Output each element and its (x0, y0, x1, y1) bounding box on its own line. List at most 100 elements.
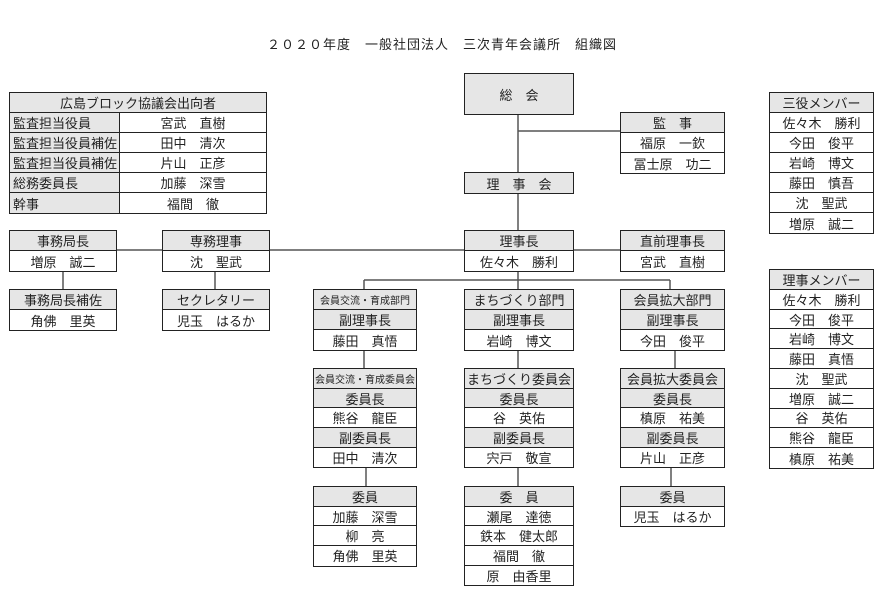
org-box-comm2: まちづくり委員会委員長谷 英佑副委員長宍戸 敬宣 (464, 368, 574, 469)
member-name: 佐々木 勝利 (770, 113, 873, 133)
position-label: 理事メンバー (770, 270, 873, 290)
org-box-rijicho: 理事長佐々木 勝利 (464, 230, 574, 272)
member-name: 槙原 祐美 (621, 408, 724, 429)
member-name: 宮武 直樹 (639, 255, 705, 271)
member-name: 原 由香里 (486, 570, 552, 586)
org-box-rijikai: 理 事 会 (464, 172, 574, 194)
member-name: 槙原 祐美 (788, 452, 854, 468)
org-box-senmuriji: 専務理事沈 聖武 (162, 230, 270, 272)
position-label: 理事長 (465, 231, 573, 251)
position-label: 事務局長補佐 (10, 290, 116, 310)
position-label: 会員拡大部門 (621, 290, 724, 310)
position-label: 会員拡大委員会 (621, 369, 724, 389)
org-box-jimukyokucho: 事務局長増原 誠二 (9, 230, 117, 272)
member-name: 熊谷 龍臣 (314, 408, 416, 429)
role-cell: 総務委員長 (10, 173, 120, 192)
org-box-comm3: 会員拡大委員会委員長槙原 祐美副委員長片山 正彦 (620, 368, 725, 469)
hiroshima-row: 総務委員長 加藤 深雪 (10, 173, 266, 193)
member-name: 谷 英佑 (770, 409, 873, 429)
member-name: 冨士原 功二 (633, 157, 712, 173)
member-name: 片山 正彦 (639, 452, 705, 468)
org-box-mem3: 委員児玉 はるか (620, 486, 725, 528)
position-label: セクレタリー (163, 290, 269, 310)
member-name: 宍戸 敬宣 (486, 452, 552, 468)
org-box-dept2: まちづくり部門副理事長岩崎 博文 (464, 289, 574, 351)
position-label: 会員交流・育成委員会 (314, 369, 416, 389)
position-label: 副委員長 (465, 428, 573, 448)
member-name: 谷 英佑 (465, 408, 573, 429)
position-label: 理 事 会 (465, 173, 573, 193)
member-name: 増原 誠二 (770, 389, 873, 409)
member-name: 柳 亮 (314, 526, 416, 547)
member-name: 児玉 はるか (633, 511, 712, 527)
member-name: 福間 徹 (465, 546, 573, 566)
member-name: 増原 誠二 (30, 255, 96, 271)
org-box-rijimember: 理事メンバー佐々木 勝利今田 俊平岩崎 博文藤田 真悟沈 聖武増原 誠二谷 英佑… (769, 269, 874, 469)
member-name: 福原 一欽 (621, 133, 724, 153)
position-label: 直前理事長 (621, 231, 724, 251)
member-name: 田中 清次 (332, 452, 398, 468)
hiroshima-block-header: 広島ブロック協議会出向者 (10, 93, 266, 113)
member-name: 加藤 深雪 (314, 507, 416, 527)
position-label: 総 会 (465, 74, 573, 114)
position-label: 委員 (314, 487, 416, 507)
position-label: 副理事長 (621, 310, 724, 330)
name-cell: 片山 正彦 (160, 157, 226, 172)
name-cell: 宮武 直樹 (160, 117, 226, 132)
member-name: 熊谷 龍臣 (770, 428, 873, 449)
member-name: 今田 俊平 (639, 334, 705, 350)
member-name: 岩崎 博文 (770, 329, 873, 350)
member-name: 角佛 里英 (332, 550, 398, 566)
role-cell: 監査担当役員 (10, 113, 120, 132)
member-name: 岩崎 博文 (486, 334, 552, 350)
hiroshima-row: 幹事 福間 徹 (10, 193, 266, 213)
role-cell: 幹事 (10, 193, 120, 213)
position-label: 委員 (621, 487, 724, 507)
position-label: 専務理事 (163, 231, 269, 251)
position-label: 委員長 (314, 388, 416, 409)
org-box-dept3: 会員拡大部門副理事長今田 俊平 (620, 289, 725, 351)
position-label: まちづくり部門 (465, 290, 573, 310)
org-box-kanji: 監 事福原 一欽冨士原 功二 (620, 112, 725, 174)
position-label: 委員長 (621, 388, 724, 409)
position-label: 事務局長 (10, 231, 116, 251)
member-name: 鉄本 健太郎 (465, 526, 573, 547)
position-label: 委 員 (465, 487, 573, 507)
org-box-sanyaku: 三役メンバー佐々木 勝利今田 俊平岩崎 博文藤田 慎吾沈 聖武増原 誠二 (769, 92, 874, 234)
member-name: 沈 聖武 (770, 369, 873, 389)
role-cell: 監査担当役員補佐 (10, 133, 120, 152)
member-name: 佐々木 勝利 (770, 290, 873, 310)
member-name: 佐々木 勝利 (479, 255, 558, 271)
position-label: 監 事 (621, 113, 724, 133)
org-box-jimukyokuho: 事務局長補佐角佛 里英 (9, 289, 117, 331)
hiroshima-row: 監査担当役員補佐片山 正彦 (10, 153, 266, 173)
hiroshima-block-table: 広島ブロック協議会出向者 監査担当役員 宮武 直樹監査担当役員補佐田中 清次監査担… (9, 92, 267, 214)
member-name: 増原 誠二 (788, 217, 854, 233)
position-label: 副委員長 (314, 428, 416, 448)
name-cell: 加藤 深雪 (160, 177, 226, 192)
org-box-dept1: 会員交流・育成部門副理事長藤田 真悟 (313, 289, 417, 351)
org-box-comm1: 会員交流・育成委員会委員長熊谷 龍臣副委員長田中 清次 (313, 368, 417, 469)
member-name: 瀬尾 達徳 (465, 507, 573, 527)
name-cell: 福間 徹 (166, 197, 219, 213)
position-label: 三役メンバー (770, 93, 873, 113)
position-label: 委員長 (465, 388, 573, 409)
member-name: 沈 聖武 (770, 193, 873, 213)
member-name: 藤田 真悟 (332, 334, 398, 350)
chart-title: ２０２０年度 一般社団法人 三次青年会議所 組織図 (266, 38, 617, 53)
member-name: 沈 聖武 (189, 255, 242, 271)
position-label: 副理事長 (465, 310, 573, 330)
org-box-soukai: 総 会 (464, 73, 574, 115)
position-label: 副理事長 (314, 310, 416, 330)
member-name: 児玉 はるか (176, 314, 255, 330)
member-name: 角佛 里英 (30, 314, 96, 330)
org-box-mem1: 委員加藤 深雪柳 亮角佛 里英 (313, 486, 417, 567)
member-name: 今田 俊平 (770, 310, 873, 330)
member-name: 岩崎 博文 (770, 153, 873, 173)
hiroshima-row: 監査担当役員補佐田中 清次 (10, 133, 266, 153)
member-name: 藤田 真悟 (770, 349, 873, 369)
org-box-mem2: 委 員瀬尾 達徳鉄本 健太郎福間 徹原 由香里 (464, 486, 574, 587)
position-label: まちづくり委員会 (465, 369, 573, 389)
